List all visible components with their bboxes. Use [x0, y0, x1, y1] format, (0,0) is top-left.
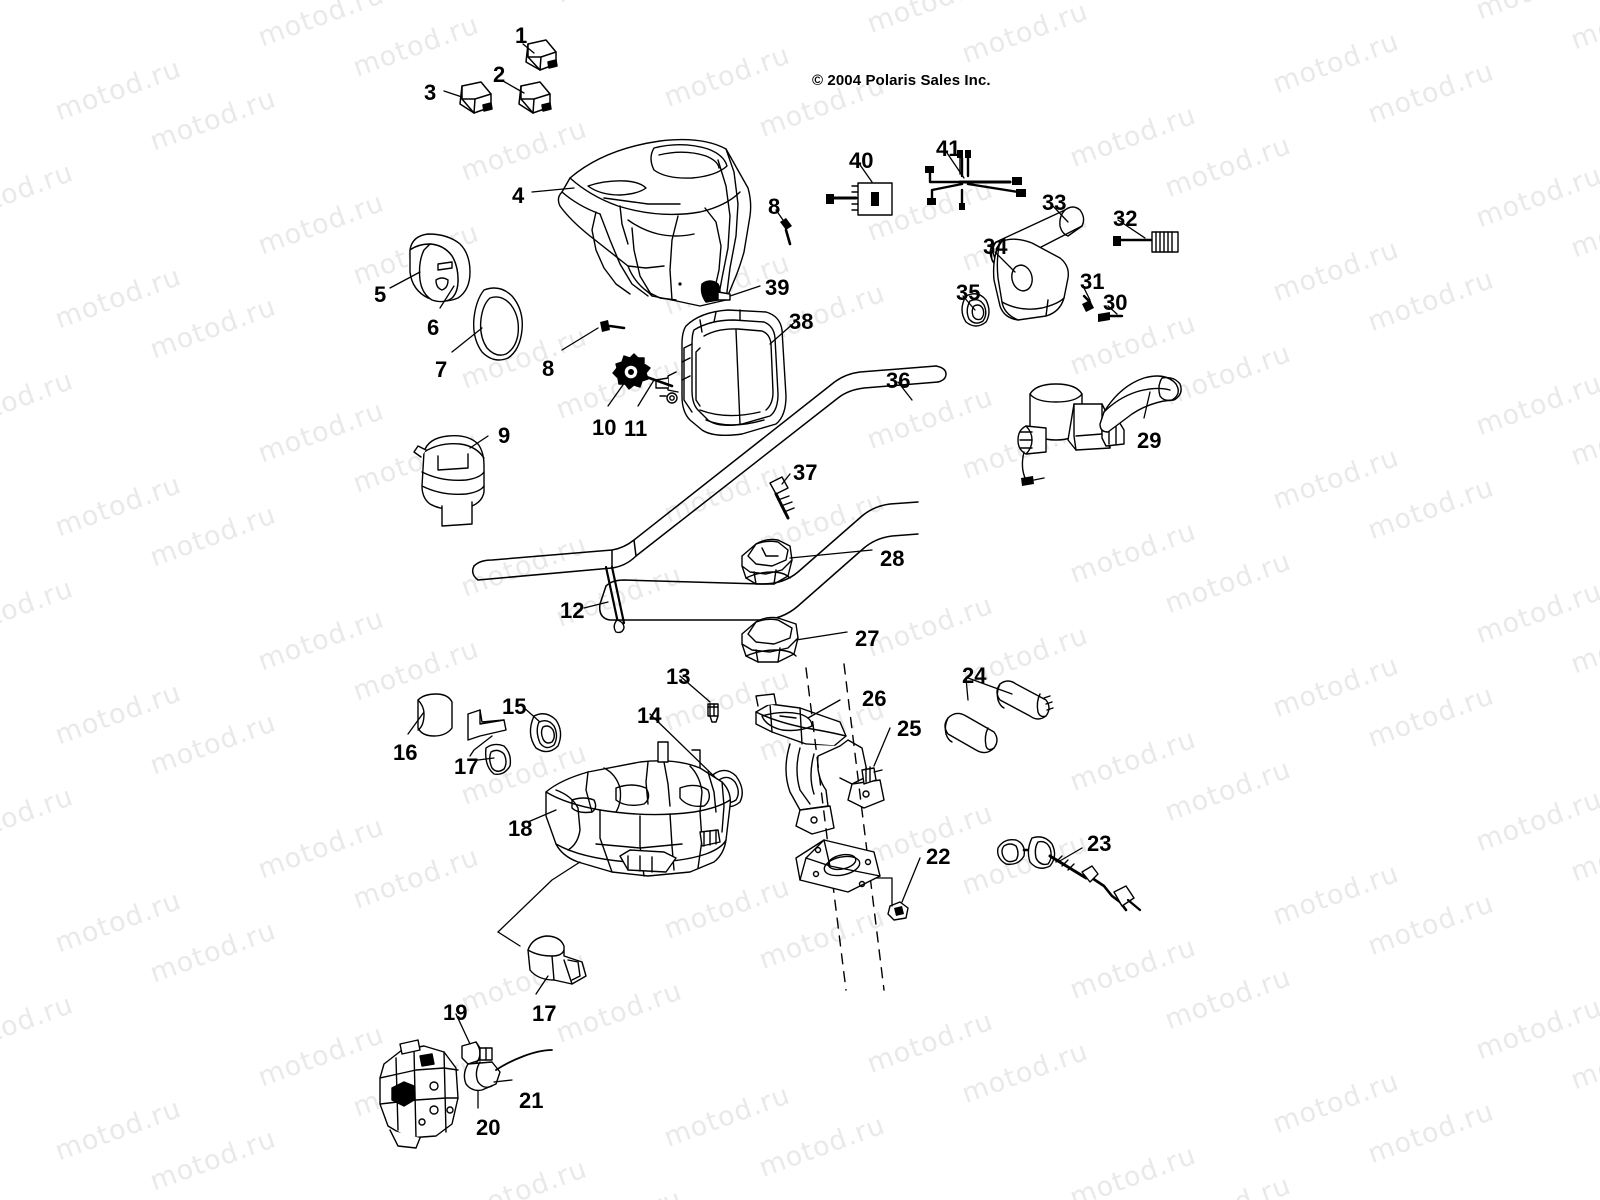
callout-number-ignition-switch-plug[interactable]: 17: [532, 1001, 557, 1026]
callout-number-fuel-cap[interactable]: 9: [498, 423, 511, 448]
part-39-rubber-bumper: [700, 280, 731, 303]
part-29-brake-master-cylinder-lever: [1017, 375, 1182, 486]
part-3-switch-connector: [459, 81, 493, 114]
callout-number-speedometer-gauge[interactable]: 6: [427, 315, 440, 340]
part-17-retainer-clip-a: [467, 709, 507, 741]
callout-number-throttle-cable-adjuster[interactable]: 23: [1087, 831, 1112, 856]
part-21-brake-switch-lead: [463, 1049, 553, 1092]
part-38-headlight-assembly: [655, 309, 787, 437]
steering-post-dashed: [805, 663, 885, 991]
part-4-console-pod-cover: [557, 138, 752, 307]
callout-number-brake-light-switch-assembly[interactable]: 20: [476, 1115, 501, 1140]
part-26-steering-post-bracket: [755, 693, 885, 835]
part-23-throttle-cable-adjuster: [996, 836, 1142, 912]
part-17b-ignition-switch-plug: [527, 935, 587, 985]
part-19-bolt-flange: [461, 1041, 493, 1065]
part-10-headlight-adjuster-gear: [612, 353, 651, 390]
part-40-relay-module: [826, 182, 893, 216]
part-24-rubber-sleeve-a: [996, 680, 1054, 720]
callout-number-bushing-nut[interactable]: 15: [502, 694, 527, 719]
callout-number-retainer-clip-pair[interactable]: 17: [454, 754, 479, 779]
part-20-brake-light-switch-assembly: [379, 1039, 459, 1149]
callout-number-screw-throttle-a[interactable]: 31: [1080, 269, 1105, 294]
callout-number-handlebar-clamp-lower[interactable]: 27: [855, 626, 880, 651]
callout-number-relay-module[interactable]: 40: [849, 148, 874, 173]
callout-number-lower-console-base[interactable]: 18: [508, 816, 533, 841]
part-11-headlight-adjuster-screw: [636, 372, 674, 388]
callout-number-screw-throttle-b[interactable]: 30: [1103, 290, 1128, 315]
part-34-throttle-housing: [992, 238, 1070, 321]
callout-number-cap-plug[interactable]: 16: [393, 740, 418, 765]
callout-number-handlebar-rod-pin[interactable]: 12: [560, 598, 585, 623]
part-36-handlebar: [471, 365, 947, 581]
callout-number-wiring-harness[interactable]: 41: [936, 136, 961, 161]
part-16-cap-plug: [417, 693, 453, 737]
callout-number-headlight-assembly[interactable]: 38: [789, 309, 814, 334]
callout-number-brake-master-cylinder-lever[interactable]: 29: [1137, 428, 1162, 453]
part-1-switch-connector: [525, 39, 558, 71]
callout-number-throttle-housing[interactable]: 34: [983, 234, 1008, 259]
callout-number-screw-lower[interactable]: 8: [542, 356, 555, 381]
part-30-screw-throttle-b: [1098, 312, 1124, 322]
part-13-clip-fastener: [707, 703, 719, 723]
part-12-handlebar-rod-pin: [604, 565, 626, 634]
steering-base-plate: [795, 839, 881, 893]
callout-number-handlebar-clamp-upper[interactable]: 28: [880, 546, 905, 571]
part-8-screw-lower: [600, 320, 626, 332]
callout-number-grommet-ring[interactable]: 14: [637, 703, 662, 728]
part-22-nut-small: [887, 901, 909, 921]
part-6-speedometer-gauge: [418, 243, 459, 303]
callout-number-switch-connector-upper[interactable]: 1: [515, 23, 528, 48]
callout-number-headlight-adjuster-gear[interactable]: 10: [592, 415, 617, 440]
callout-number-speedometer-housing[interactable]: 5: [374, 282, 387, 307]
callout-number-speedometer-gasket-ring[interactable]: 7: [435, 357, 448, 382]
part-8-screw-upper: [780, 218, 792, 246]
callout-number-handlebar[interactable]: 36: [886, 368, 911, 393]
callout-number-wire-harness-clip[interactable]: 32: [1113, 206, 1138, 231]
part-27-handlebar-clamp-lower: [741, 616, 799, 663]
callout-number-handlebar-grip[interactable]: 33: [1042, 190, 1067, 215]
callout-number-clip-fastener[interactable]: 13: [666, 664, 691, 689]
callout-number-screw-upper[interactable]: 8: [768, 194, 781, 219]
callout-number-rubber-bumper[interactable]: 39: [765, 275, 790, 300]
part-7-speedometer-gasket-ring: [472, 287, 523, 361]
callout-number-clip-bracket-small[interactable]: 25: [897, 716, 922, 741]
callout-number-rubber-sleeve-pair[interactable]: 24: [962, 663, 987, 688]
callout-number-steering-post-bracket[interactable]: 26: [862, 686, 887, 711]
part-41-wiring-harness: [925, 150, 1026, 210]
part-2-switch-connector: [518, 81, 552, 114]
part-25-clip-bracket-small: [861, 766, 883, 785]
copyright-notice: © 2004 Polaris Sales Inc.: [812, 72, 991, 89]
callout-number-bolt-handlebar-clamp[interactable]: 37: [793, 460, 818, 485]
callout-number-nut-small[interactable]: 22: [926, 844, 951, 869]
part-17-retainer-clip-b: [484, 743, 512, 776]
part-15-bushing-nut: [529, 713, 562, 753]
callout-number-headlight-adjuster-screw[interactable]: 11: [624, 416, 648, 441]
part-32-wire-harness-clip: [1113, 231, 1179, 253]
part-9-fuel-cap: [413, 434, 485, 527]
part-24-rubber-sleeve-b: [944, 712, 998, 754]
callout-number-bolt-flange[interactable]: 19: [443, 1000, 468, 1025]
part-31-screw-throttle-a: [1082, 294, 1094, 312]
callout-number-console-pod-cover[interactable]: 4: [512, 183, 525, 208]
callout-number-throttle-spring-washer[interactable]: 35: [956, 280, 981, 305]
part-28-handlebar-clamp-upper: [741, 538, 793, 585]
part-18-lower-console-base: [545, 741, 732, 877]
callout-number-brake-switch-lead[interactable]: 21: [519, 1088, 544, 1113]
callout-number-switch-connector-left[interactable]: 3: [424, 80, 437, 105]
callout-number-switch-connector-middle[interactable]: 2: [493, 62, 506, 87]
